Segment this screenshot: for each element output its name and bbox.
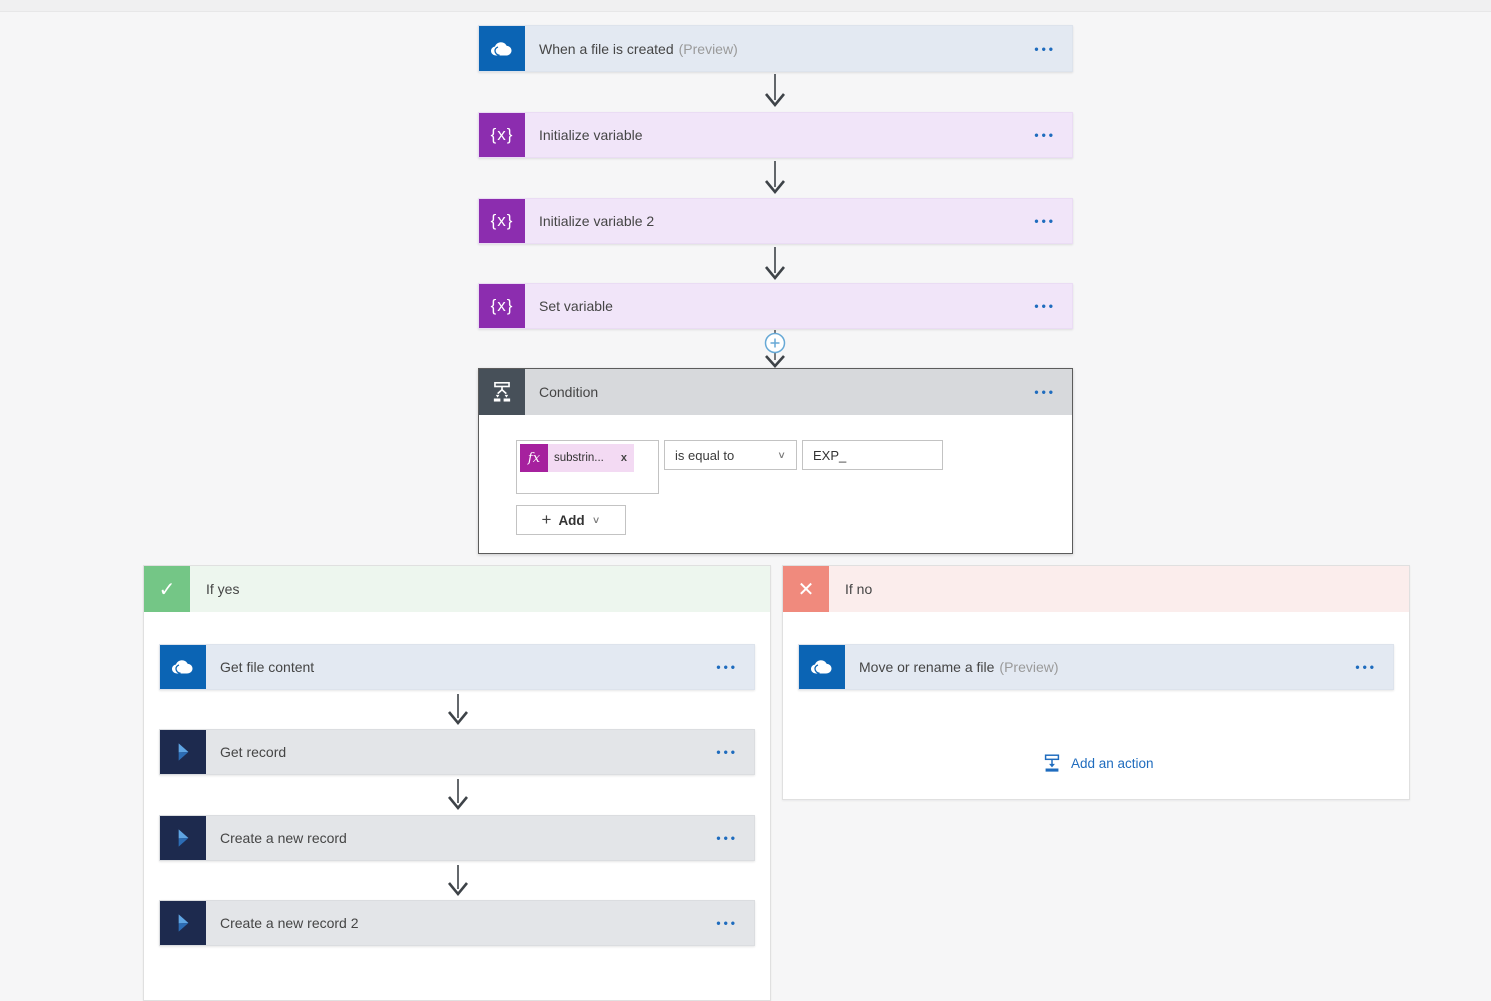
add-button-label: Add bbox=[558, 512, 585, 528]
condition-operator-dropdown[interactable]: is equal to ∨ bbox=[664, 440, 797, 470]
action-title: Create a new record 2 bbox=[220, 915, 359, 931]
action-card-set-variable[interactable]: {x} Set variable ••• bbox=[478, 283, 1073, 329]
trigger-preview-tag: (Preview) bbox=[678, 40, 738, 57]
add-action-icon bbox=[1044, 754, 1060, 772]
more-menu-icon[interactable]: ••• bbox=[716, 916, 738, 930]
if-yes-header[interactable]: ✓ If yes bbox=[144, 566, 770, 612]
more-menu-icon[interactable]: ••• bbox=[1034, 299, 1056, 313]
expression-token-label: substrin... bbox=[554, 452, 604, 464]
connector-arrow bbox=[764, 247, 786, 281]
if-no-label: If no bbox=[845, 581, 873, 597]
chevron-down-icon: ∨ bbox=[591, 514, 601, 526]
branch-if-no: ✕ If no Move or rename a file (Preview) … bbox=[782, 565, 1410, 800]
more-menu-icon[interactable]: ••• bbox=[1034, 41, 1056, 56]
add-an-action-link[interactable]: Add an action bbox=[1041, 752, 1154, 774]
insert-step-plus-button[interactable] bbox=[762, 330, 788, 370]
action-title: Create a new record bbox=[220, 830, 347, 846]
operator-selected-value: is equal to bbox=[675, 447, 735, 463]
condition-branch-icon bbox=[479, 369, 525, 415]
variable-icon: {x} bbox=[479, 199, 525, 243]
action-card-get-record[interactable]: Get record ••• bbox=[159, 729, 755, 775]
condition-add-button[interactable]: + Add ∨ bbox=[516, 505, 626, 535]
action-title: Move or rename a file bbox=[859, 659, 995, 675]
action-card-get-file-content[interactable]: Get file content ••• bbox=[159, 644, 755, 690]
onedrive-icon bbox=[160, 645, 206, 689]
condition-operand-input[interactable]: fx substrin... x bbox=[516, 440, 659, 494]
trigger-card-when-a-file-is-created[interactable]: When a file is created (Preview) ••• bbox=[478, 25, 1073, 72]
if-yes-label: If yes bbox=[206, 581, 240, 597]
condition-title: Condition bbox=[539, 384, 599, 400]
more-menu-icon[interactable]: ••• bbox=[716, 660, 738, 674]
cross-icon: ✕ bbox=[783, 566, 829, 612]
condition-value-text: EXP_ bbox=[813, 447, 847, 463]
more-menu-icon[interactable]: ••• bbox=[1034, 128, 1056, 142]
action-card-initialize-variable[interactable]: {x} Initialize variable ••• bbox=[478, 112, 1073, 158]
connector-arrow bbox=[447, 694, 469, 726]
more-menu-icon[interactable]: ••• bbox=[1355, 660, 1377, 674]
dynamics365-icon bbox=[160, 730, 206, 774]
onedrive-icon bbox=[479, 26, 525, 71]
variable-icon: {x} bbox=[479, 284, 525, 328]
action-card-initialize-variable-2[interactable]: {x} Initialize variable 2 ••• bbox=[478, 198, 1073, 244]
action-title: Initialize variable bbox=[539, 127, 643, 143]
dynamics365-icon bbox=[160, 901, 206, 945]
action-title: Initialize variable 2 bbox=[539, 213, 655, 229]
chevron-down-icon: ∨ bbox=[777, 449, 786, 461]
dynamics365-icon bbox=[160, 816, 206, 860]
action-title: Get record bbox=[220, 744, 287, 760]
more-menu-icon[interactable]: ••• bbox=[716, 745, 738, 759]
action-title: Set variable bbox=[539, 298, 613, 314]
check-icon: ✓ bbox=[144, 566, 190, 612]
connector-arrow bbox=[447, 779, 469, 811]
more-menu-icon[interactable]: ••• bbox=[1034, 214, 1056, 228]
top-toolbar-edge bbox=[0, 0, 1491, 12]
action-title: Get file content bbox=[220, 659, 315, 675]
fx-expression-icon: fx bbox=[520, 444, 548, 472]
add-an-action-label: Add an action bbox=[1071, 755, 1154, 771]
action-preview-tag: (Preview) bbox=[999, 659, 1059, 675]
action-card-create-a-new-record-2[interactable]: Create a new record 2 ••• bbox=[159, 900, 755, 946]
branch-if-yes: ✓ If yes Get file content ••• Get re bbox=[143, 565, 771, 1001]
variable-icon: {x} bbox=[479, 113, 525, 157]
condition-card: Condition ••• fx substrin... x is equal … bbox=[478, 368, 1073, 554]
action-card-move-or-rename-a-file[interactable]: Move or rename a file (Preview) ••• bbox=[798, 644, 1394, 690]
connector-arrow bbox=[447, 865, 469, 897]
expression-token-pill[interactable]: fx substrin... x bbox=[520, 444, 634, 472]
connector-arrow bbox=[764, 161, 786, 195]
condition-value-input[interactable]: EXP_ bbox=[802, 440, 943, 470]
plus-icon: + bbox=[541, 510, 552, 529]
more-menu-icon[interactable]: ••• bbox=[716, 831, 738, 845]
connector-arrow bbox=[764, 74, 786, 108]
action-card-create-a-new-record[interactable]: Create a new record ••• bbox=[159, 815, 755, 861]
more-menu-icon[interactable]: ••• bbox=[1034, 385, 1056, 399]
onedrive-icon bbox=[799, 645, 845, 689]
remove-token-icon[interactable]: x bbox=[620, 452, 627, 464]
if-no-header[interactable]: ✕ If no bbox=[783, 566, 1409, 612]
condition-header[interactable]: Condition ••• bbox=[479, 369, 1072, 415]
trigger-title: When a file is created bbox=[539, 40, 674, 57]
